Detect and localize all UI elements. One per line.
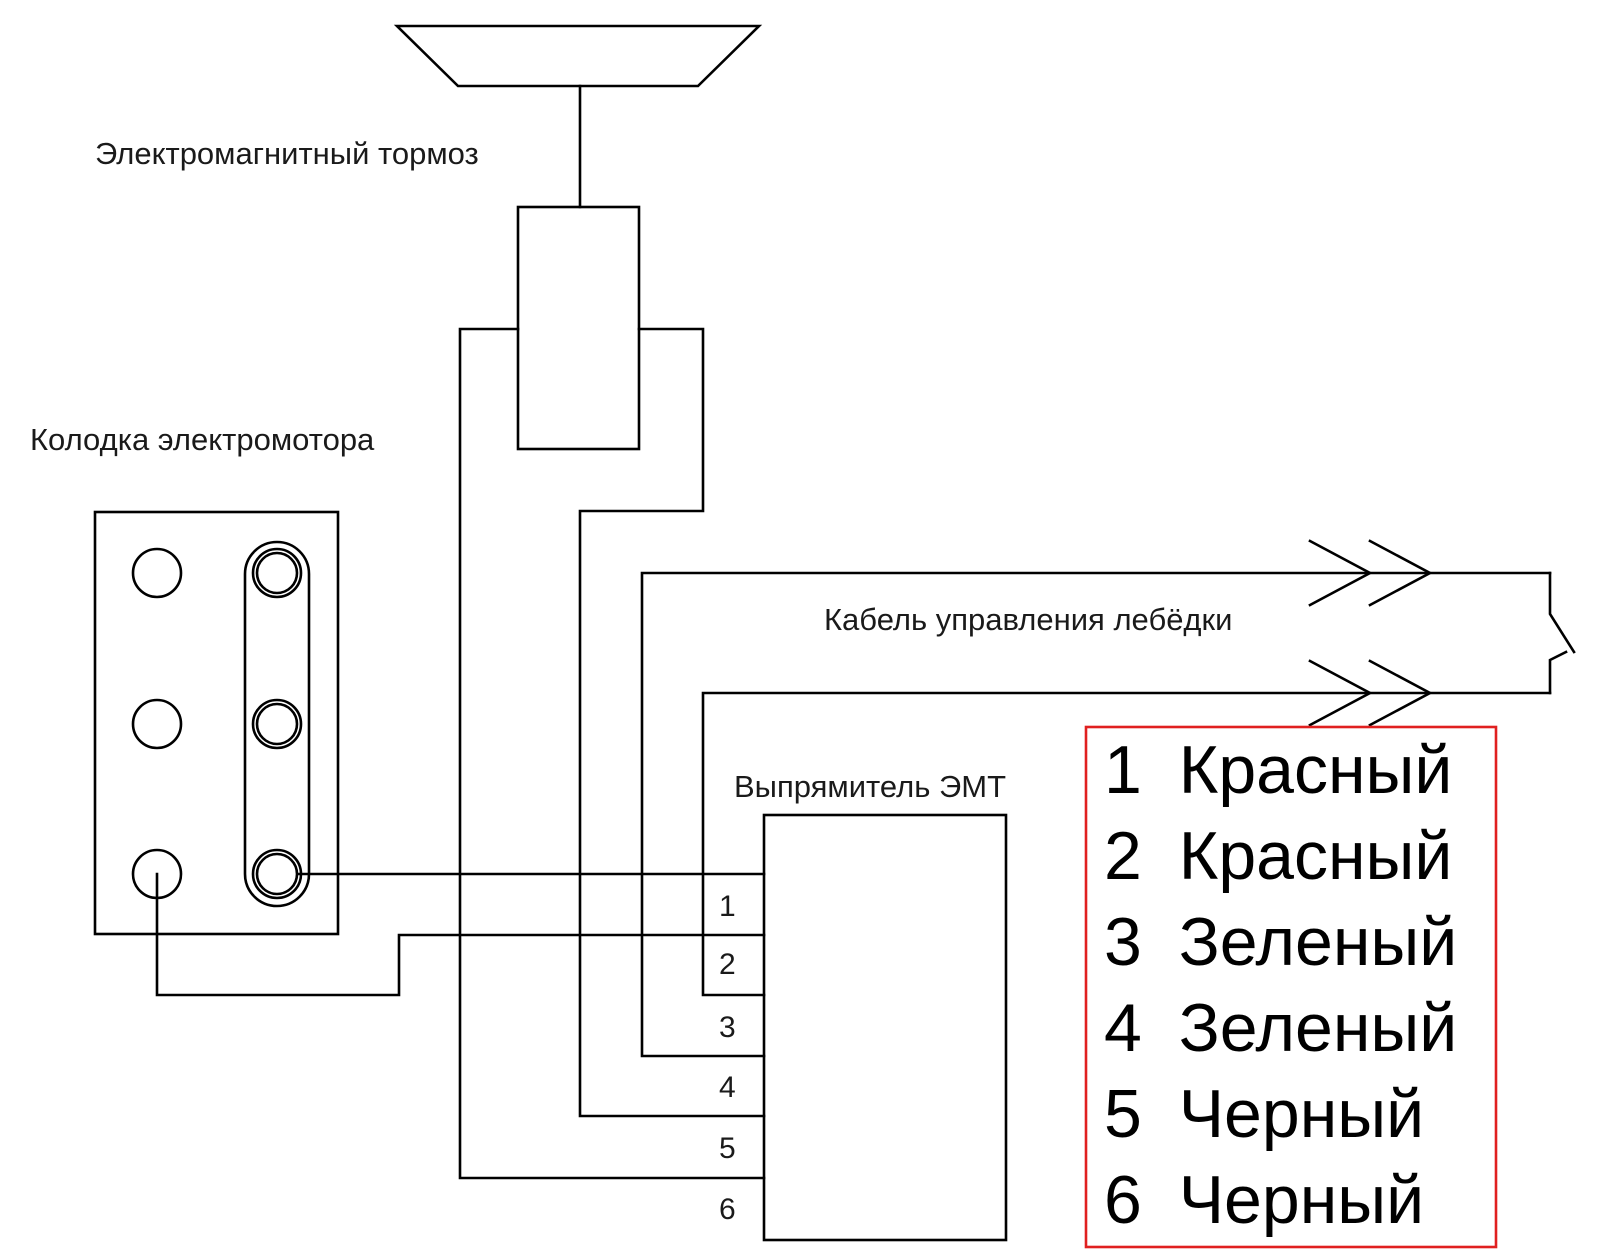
legend-item-2-color: Красный [1179, 818, 1453, 894]
motor-terminal-block [93, 510, 340, 936]
color-legend: 1 Красный 2 Красный 3 Зеленый 4 Зеленый … [1084, 725, 1498, 1249]
terminal-left-middle [131, 698, 183, 750]
connector-arrow-upper-1 [1308, 539, 1373, 607]
terminal-jumper-bar [243, 540, 311, 908]
pin-number-4: 4 [719, 1071, 736, 1104]
pin-number-1: 1 [719, 890, 736, 923]
legend-item-4-color: Зеленый [1179, 990, 1458, 1066]
legend-item-1-color: Красный [1179, 732, 1453, 808]
brake-disc [393, 24, 763, 88]
control-cable-label: Кабель управления лебёдки [824, 602, 1232, 637]
legend-item-6-color: Черный [1179, 1162, 1424, 1238]
pin-number-3: 3 [719, 1011, 736, 1044]
legend-item-2: 2 Красный [1104, 818, 1452, 894]
legend-item-1: 1 Красный [1104, 732, 1452, 808]
connector-arrow-upper-2 [1368, 539, 1433, 607]
legend-item-2-number: 2 [1104, 818, 1142, 894]
switch-upper-lead [1548, 571, 1576, 654]
terminal-block-body [93, 510, 340, 936]
terminal-right-middle-inner [255, 702, 299, 746]
legend-item-1-number: 1 [1104, 732, 1142, 808]
control-switch [1548, 571, 1576, 695]
legend-item-6-number: 6 [1104, 1162, 1142, 1238]
switch-lower-lead [1548, 650, 1568, 695]
brake-coil [516, 205, 641, 451]
terminal-right-middle [251, 698, 303, 750]
terminal-right-bottom [251, 848, 303, 900]
control-cable-connectors [1308, 539, 1433, 727]
connector-arrow-lower-2 [1368, 659, 1433, 727]
wire-pin-4 [640, 571, 1552, 1058]
electromagnetic-brake [393, 24, 763, 451]
legend-item-3-number: 3 [1104, 904, 1142, 980]
wire-pin-3 [701, 691, 1552, 997]
legend-item-5: 5 Черный [1104, 1076, 1424, 1152]
legend-item-6: 6 Черный [1104, 1162, 1424, 1238]
rectifier-body [762, 813, 1008, 1242]
motor-block-label: Колодка электромотора [30, 422, 375, 457]
wires [155, 327, 1552, 1180]
pin-number-6: 6 [719, 1193, 736, 1226]
rectifier-pin-numbers: 1 2 3 4 5 6 [719, 890, 736, 1226]
wire-pin-6 [458, 327, 766, 1180]
brake-label: Электромагнитный тормоз [95, 136, 479, 171]
wire-pin-2 [155, 872, 766, 997]
legend-item-3-color: Зеленый [1179, 904, 1458, 980]
terminal-right-top [251, 547, 303, 599]
legend-item-4: 4 Зеленый [1104, 990, 1457, 1066]
legend-border [1084, 725, 1498, 1249]
pin-number-5: 5 [719, 1132, 736, 1165]
connector-arrow-lower-1 [1308, 659, 1373, 727]
terminal-left-top [131, 547, 183, 599]
terminal-right-bottom-inner [255, 852, 299, 896]
terminal-right-top-inner [255, 551, 299, 595]
legend-item-5-number: 5 [1104, 1076, 1142, 1152]
rectifier-label: Выпрямитель ЭМТ [734, 769, 1006, 804]
pin-number-2: 2 [719, 948, 736, 981]
wire-pin-5 [578, 327, 766, 1118]
legend-item-4-number: 4 [1104, 990, 1142, 1066]
legend-item-5-color: Черный [1179, 1076, 1424, 1152]
legend-item-3: 3 Зеленый [1104, 904, 1457, 980]
